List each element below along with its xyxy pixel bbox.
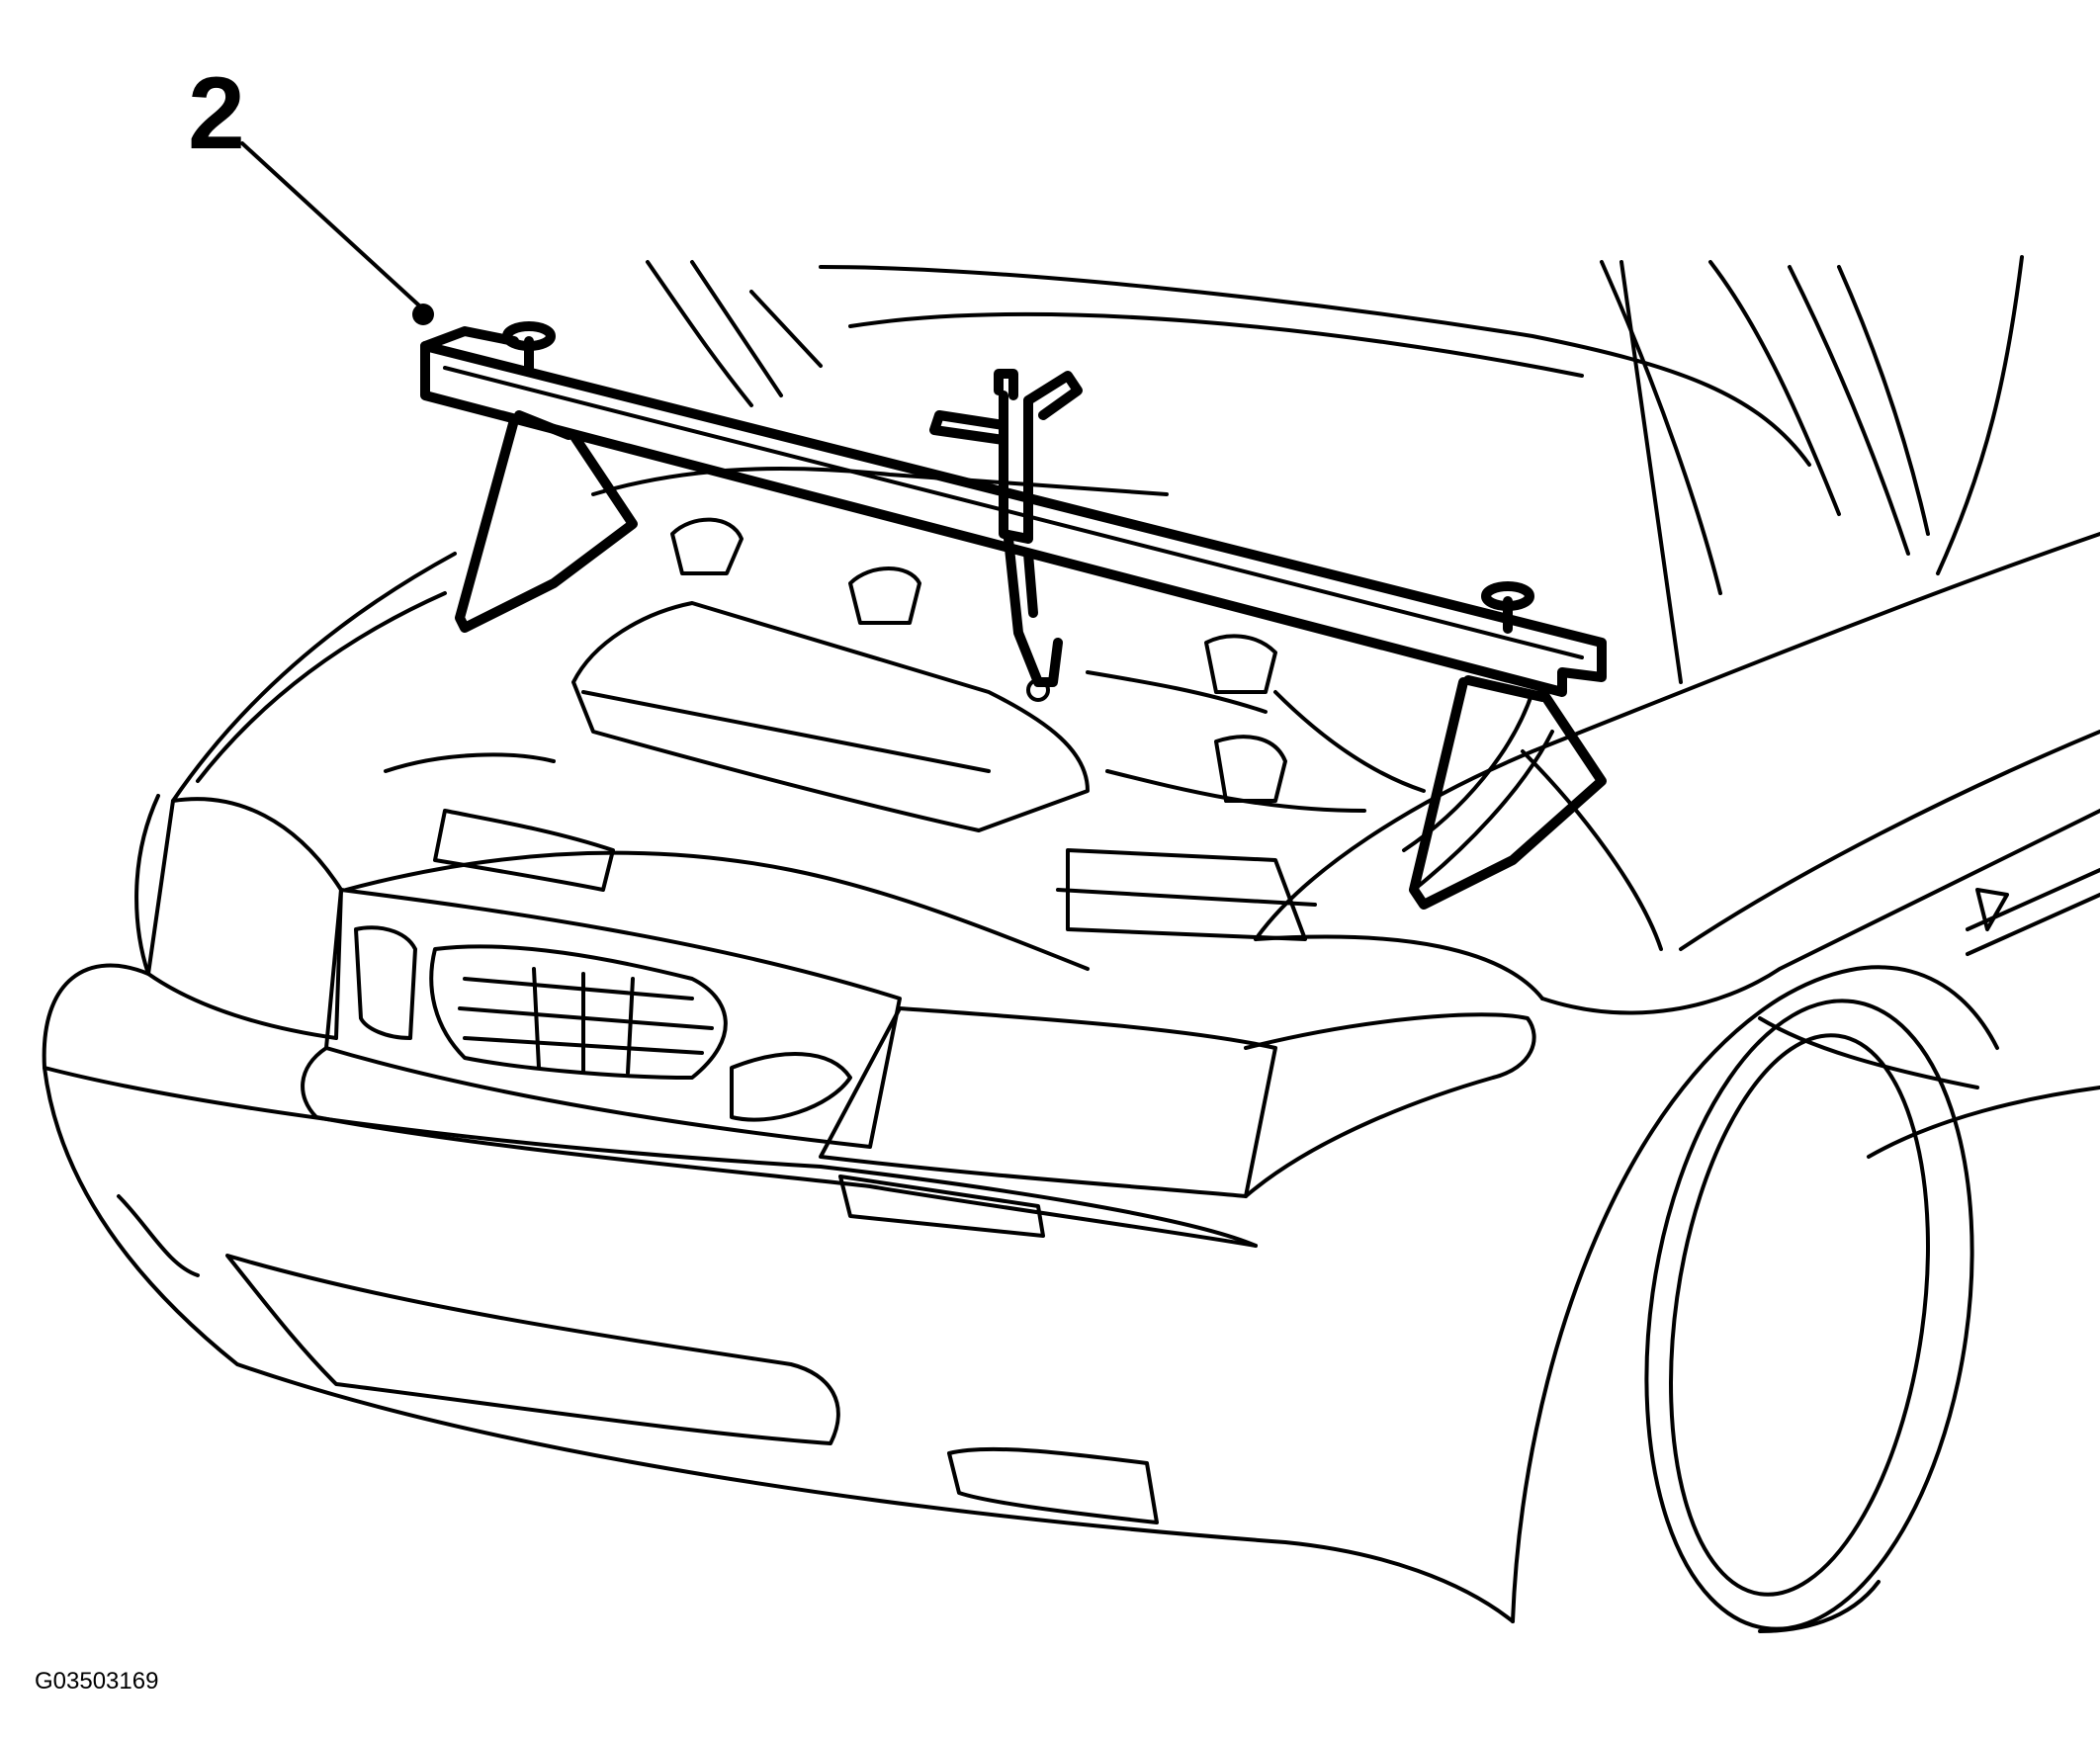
engine-support-fixture	[420, 321, 1607, 910]
left-headlight	[134, 794, 343, 1040]
car-body-outline	[1254, 532, 2100, 1159]
grille	[324, 888, 902, 1149]
engine-bay	[171, 467, 1554, 971]
front-wheel	[1511, 965, 1999, 1633]
raised-hood	[646, 255, 2024, 684]
figure-id: G03503169	[35, 1668, 158, 1695]
front-bumper	[42, 963, 1515, 1623]
right-headlight	[819, 1006, 1536, 1198]
callout-leader-line	[240, 141, 422, 308]
callout-number: 2	[188, 56, 245, 171]
callout-leader-dot	[412, 304, 434, 325]
